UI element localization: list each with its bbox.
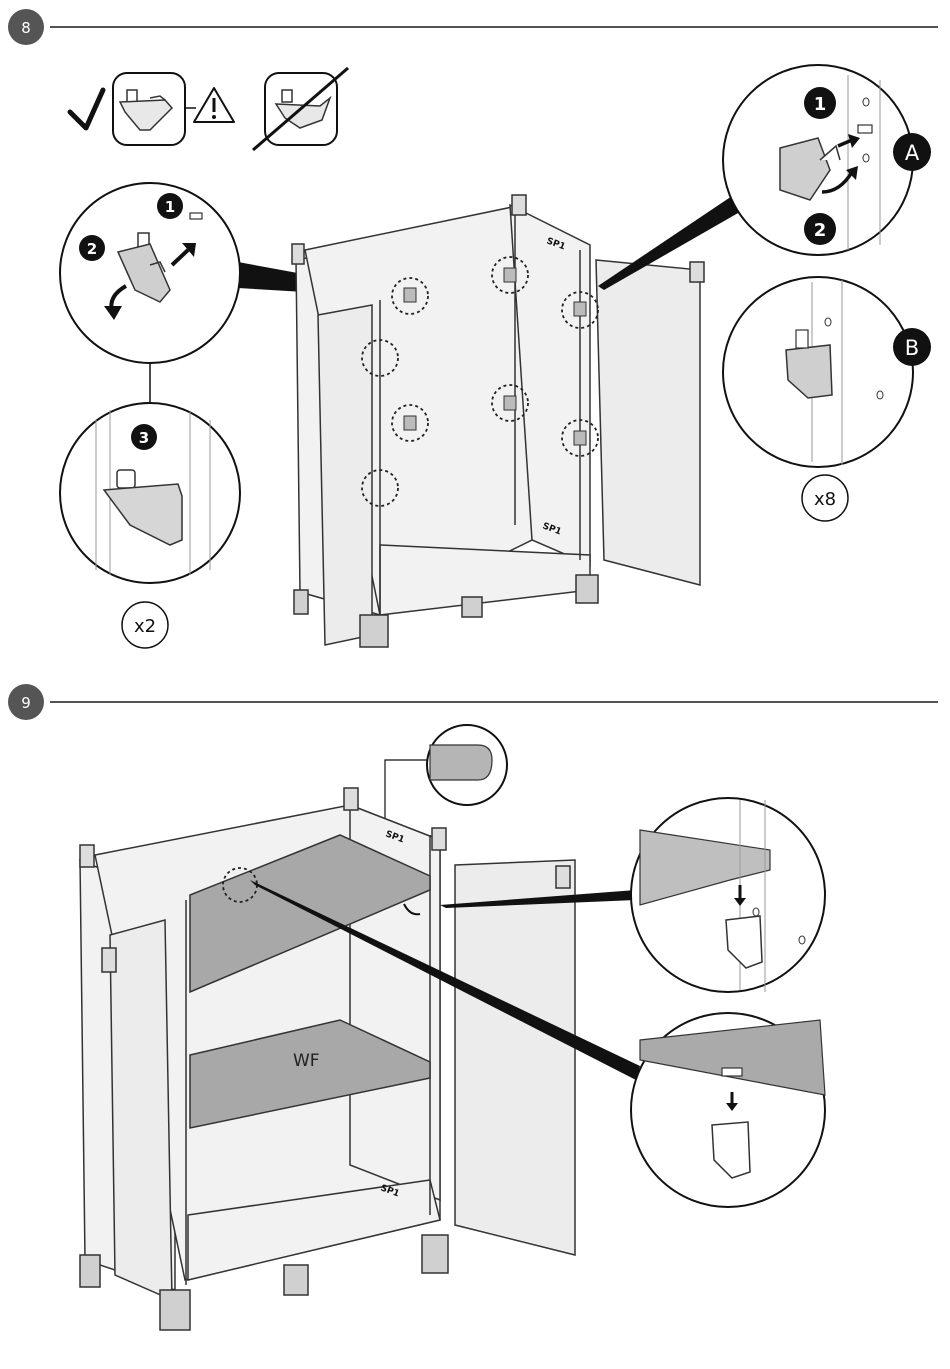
step-9-number: 9 xyxy=(21,694,31,712)
svg-text:2: 2 xyxy=(87,240,97,258)
callout-shelf-engage xyxy=(631,798,825,992)
callout-a: 1 2 A xyxy=(598,65,931,290)
step-8-number: 8 xyxy=(21,19,31,37)
step-9-header: 9 xyxy=(8,684,938,720)
warning-triangle-icon xyxy=(194,88,234,122)
callout-b: B xyxy=(723,277,931,467)
svg-text:x8: x8 xyxy=(814,489,836,510)
svg-text:B: B xyxy=(905,336,919,360)
callout-support-installed: 3 xyxy=(60,403,240,583)
svg-text:3: 3 xyxy=(139,429,149,447)
svg-text:2: 2 xyxy=(814,220,827,241)
orientation-legend xyxy=(70,68,348,150)
quantity-x8: x8 xyxy=(802,475,848,521)
quantity-x2: x2 xyxy=(122,602,168,648)
checkmark-icon xyxy=(70,90,103,128)
shelf-label-wf: WF xyxy=(293,1051,320,1071)
svg-text:x2: x2 xyxy=(134,616,156,637)
svg-text:A: A xyxy=(905,141,920,165)
svg-text:1: 1 xyxy=(814,94,827,115)
callout-shelf-underside xyxy=(631,1013,825,1207)
svg-text:1: 1 xyxy=(165,198,175,216)
step-8-header: 8 xyxy=(8,9,938,45)
